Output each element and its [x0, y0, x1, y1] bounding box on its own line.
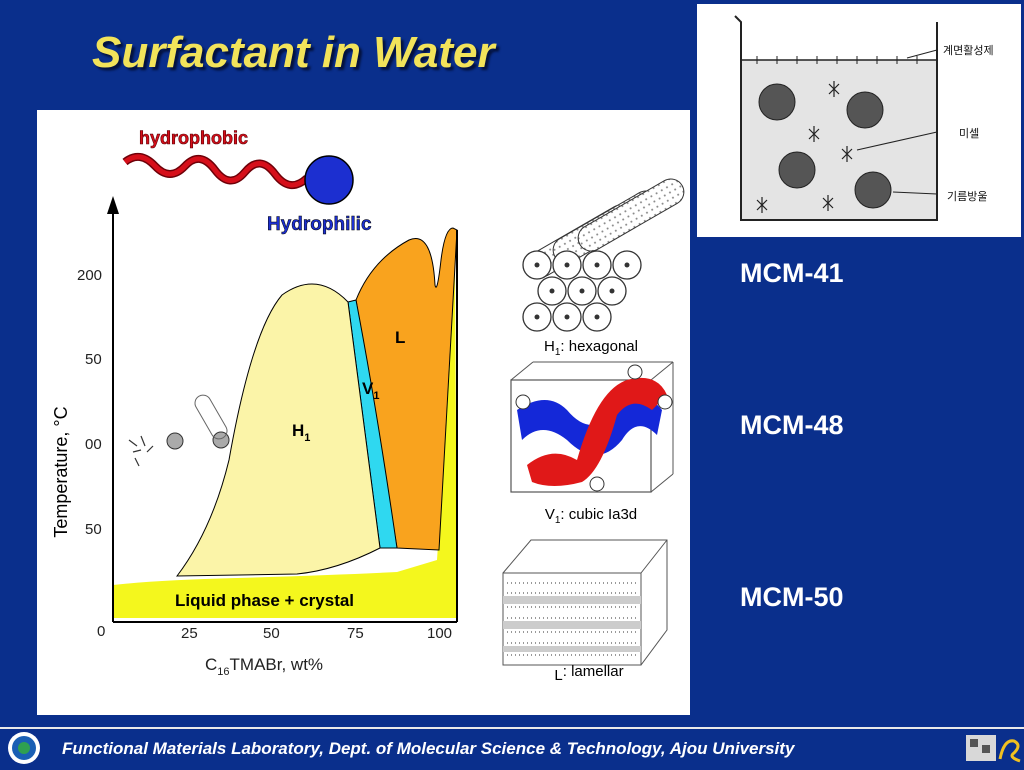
v1-label: V1 [362, 379, 379, 402]
micelle-label: 미셀 [959, 127, 979, 140]
micelle-group [758, 83, 892, 209]
lamellar-structure-illustration [502, 539, 668, 666]
x-tick-50: 50 [263, 625, 280, 642]
y-tick-4: 200 [77, 267, 102, 284]
x-axis-label: C16TMABr, wt% [205, 655, 323, 678]
hexagonal-caption: H1: hexagonal [544, 338, 638, 358]
x-tick-0: 0 [97, 623, 105, 640]
slide-title: Surfactant in Water [92, 28, 495, 77]
university-seal-icon [8, 732, 40, 764]
x-tick-75: 75 [347, 625, 364, 642]
l-label: L [395, 328, 405, 347]
mcm-48-label: MCM-48 [740, 410, 844, 440]
lab-logo-icon [966, 735, 1021, 763]
surfactant-label: 계면활성제 [943, 43, 994, 57]
mcm-41-label: MCM-41 [740, 258, 844, 288]
liquid-crystal-region [113, 260, 457, 618]
y-tick-1: 50 [85, 521, 102, 538]
lamellar-caption: L: lamellar [554, 663, 623, 684]
hydrophilic-label: Hydrophilic [267, 214, 372, 235]
mcm-50-label: MCM-50 [740, 582, 844, 612]
liquid-phase-label: Liquid phase + crystal [175, 591, 354, 610]
oil-droplet-label: 기름방울 [947, 190, 987, 203]
hydrophobic-label: hydrophobic [139, 128, 248, 148]
rod-micelle-sketch [194, 394, 228, 440]
beaker-illustration: 계면활성제 미셀 기름방울 [734, 15, 994, 221]
v1-region [347, 299, 398, 549]
x-tick-100: 100 [427, 625, 452, 642]
h1-region [175, 283, 381, 577]
footer-text: Functional Materials Laboratory, Dept. o… [62, 739, 795, 758]
h1-label: H1 [292, 421, 310, 444]
footer-bar [0, 727, 1024, 770]
y-tick-3: 50 [85, 351, 102, 368]
cubic-caption: V1: cubic Ia3d [545, 506, 637, 526]
phase-diagram-panel: hydrophobic Hydrophilic 50 00 50 200 0 2… [37, 110, 690, 715]
y-tick-2: 00 [85, 436, 102, 453]
spherical-micelle-sketch [166, 432, 184, 450]
hexagonal-structure-illustration [517, 178, 685, 340]
hydrophilic-head [304, 155, 354, 205]
phase-diagram-svg: hydrophobic Hydrophilic 50 00 50 200 0 2… [51, 128, 685, 684]
y-axis-label: Temperature, °C [51, 406, 71, 537]
cubic-structure-illustration [510, 361, 674, 493]
x-tick-25: 25 [181, 625, 198, 642]
beaker-panel: 계면활성제 미셀 기름방울 [697, 4, 1021, 237]
monomer-sketch [128, 435, 154, 467]
l-region [355, 227, 458, 551]
